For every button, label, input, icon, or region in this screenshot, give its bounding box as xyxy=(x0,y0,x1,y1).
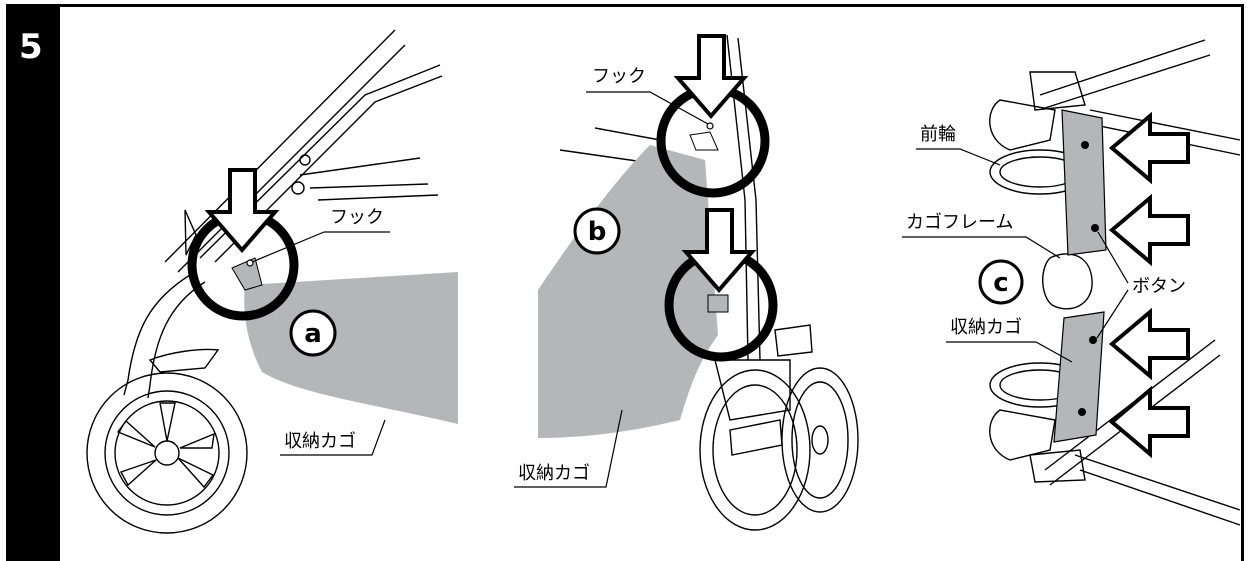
basket-frame-knob xyxy=(1042,253,1093,310)
stroller-frame-tube xyxy=(299,157,421,176)
stroller-frame-tube xyxy=(309,183,429,189)
button-dot xyxy=(1091,224,1099,232)
stroller-frame-tube xyxy=(214,75,443,263)
stroller-leg xyxy=(123,274,191,396)
rear-wheel xyxy=(86,372,248,534)
stroller-frame-tube xyxy=(1079,469,1241,526)
leader-line xyxy=(916,148,1001,166)
stroller-frame-tube xyxy=(317,194,439,201)
leader-line xyxy=(586,91,709,125)
button-dot xyxy=(1081,141,1089,149)
basket-label: 収納カゴ xyxy=(518,463,590,484)
button-label: ボタン xyxy=(1132,276,1186,297)
storage-basket-panel xyxy=(1061,109,1107,256)
badge-circle xyxy=(573,207,621,255)
storage-basket-panel xyxy=(1053,311,1105,443)
storage-basket-shape xyxy=(538,145,718,438)
brake-pedal xyxy=(774,324,813,357)
left-arrow-icon xyxy=(1108,111,1190,185)
button-dot xyxy=(1078,408,1086,416)
hook-label: フック xyxy=(330,207,384,228)
stroller-frame-tube xyxy=(164,29,396,263)
panel-a-badge: a xyxy=(304,319,322,349)
stroller-frame-tube xyxy=(1044,54,1211,109)
panel-a xyxy=(86,29,443,534)
basket-frame-label: カゴフレーム xyxy=(906,212,1013,233)
button-dot xyxy=(1089,336,1097,344)
stroller-leg xyxy=(147,281,206,399)
left-arrow-icon xyxy=(1108,193,1190,267)
down-arrow-icon xyxy=(673,34,749,120)
stroller-frame-tube xyxy=(177,44,406,273)
leader-line xyxy=(946,341,1073,363)
basket-label: 収納カゴ xyxy=(950,317,1022,338)
leader-line xyxy=(1096,231,1129,339)
down-arrow-icon xyxy=(681,208,757,294)
stroller-frame-tube xyxy=(737,37,761,361)
hinge-part xyxy=(184,209,197,256)
panel-c xyxy=(989,39,1241,526)
leader-line xyxy=(251,231,390,263)
step-bar xyxy=(6,4,60,561)
wheel-mount xyxy=(1029,71,1086,111)
panel-c-badge: c xyxy=(993,268,1008,298)
hook-part xyxy=(707,294,729,313)
step-number: 5 xyxy=(19,27,43,67)
left-arrow-icon xyxy=(1108,385,1190,459)
brake-pedal xyxy=(148,348,220,373)
frame-rivet xyxy=(291,181,305,195)
stroller-frame-tube xyxy=(1039,39,1206,96)
stroller-frame-tube xyxy=(1074,454,1241,511)
badge-circle xyxy=(978,259,1024,305)
stroller-joint xyxy=(714,359,791,421)
wheel-mount xyxy=(1029,449,1086,483)
basket-label: 収納カゴ xyxy=(284,431,356,452)
leader-line xyxy=(514,409,623,488)
down-arrow-icon xyxy=(204,168,280,254)
panel-b-badge: b xyxy=(588,217,607,247)
stroller-frame-tube xyxy=(1089,109,1241,141)
storage-basket-shape xyxy=(244,272,458,424)
hook-point xyxy=(246,259,254,267)
hook-part xyxy=(689,131,719,151)
hook-point xyxy=(706,122,714,130)
rear-wheel xyxy=(699,367,859,531)
hook-label: フック xyxy=(592,66,646,87)
badge-circle xyxy=(289,309,337,357)
front-wheel-label: 前輪 xyxy=(920,124,956,145)
stroller-frame-tube xyxy=(594,127,661,141)
frame-rivet xyxy=(299,154,311,166)
leader-line xyxy=(902,236,1061,259)
leader-line xyxy=(280,419,386,456)
left-arrow-icon xyxy=(1108,307,1190,381)
